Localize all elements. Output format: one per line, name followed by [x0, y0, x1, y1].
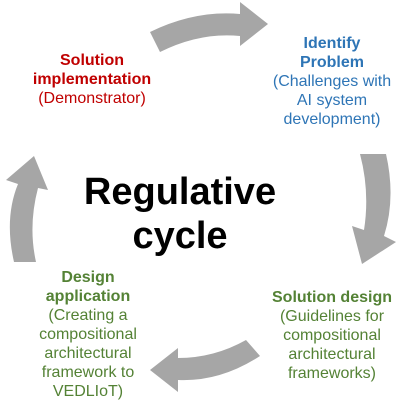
center-line-1: Regulative [83, 171, 277, 213]
center-line-2: cycle [132, 215, 228, 257]
stage-subtitle-line: AI system [296, 92, 368, 109]
stage-title-line: Design [61, 269, 115, 286]
stage-subtitle-line: (Demonstrator) [38, 90, 146, 107]
stage-subtitle-line: frameworks) [287, 365, 376, 382]
arrow-identify-to-solution-design [352, 154, 396, 264]
stage-title-line: application [45, 288, 131, 305]
stage-title-line: Solution [60, 52, 124, 69]
stage-subtitle-line: architectural [288, 346, 376, 363]
arrow-implementation-to-identify [150, 2, 268, 52]
stage-solution-implementation: Solution implementation (Demonstrator) [4, 51, 180, 108]
center-title: Regulative cycle [60, 170, 300, 258]
stage-subtitle-line: development) [283, 111, 381, 128]
stage-design-application: Design application (Creating a compositi… [2, 268, 174, 401]
stage-subtitle-line: framework to [41, 364, 135, 381]
stage-title-line: Problem [299, 54, 364, 71]
stage-subtitle-line: (Guidelines for [279, 308, 385, 325]
stage-subtitle-line: compositional [39, 326, 137, 343]
stage-subtitle-line: (Creating a [48, 307, 128, 324]
stage-title-line: Solution design [272, 289, 392, 306]
arrow-solution-design-to-design-application [150, 340, 260, 392]
stage-subtitle-line: architectural [44, 345, 132, 362]
stage-title-line: Identify [303, 35, 361, 52]
stage-identify-problem: Identify Problem (Challenges with AI sys… [252, 34, 412, 129]
stage-subtitle-line: compositional [283, 327, 381, 344]
stage-title-line: implementation [32, 71, 152, 88]
stage-subtitle-line: VEDLIoT) [52, 383, 124, 400]
stage-subtitle-line: (Challenges with [272, 73, 392, 90]
arrow-design-application-to-implementation [6, 156, 48, 262]
stage-solution-design: Solution design (Guidelines for composit… [252, 288, 412, 383]
